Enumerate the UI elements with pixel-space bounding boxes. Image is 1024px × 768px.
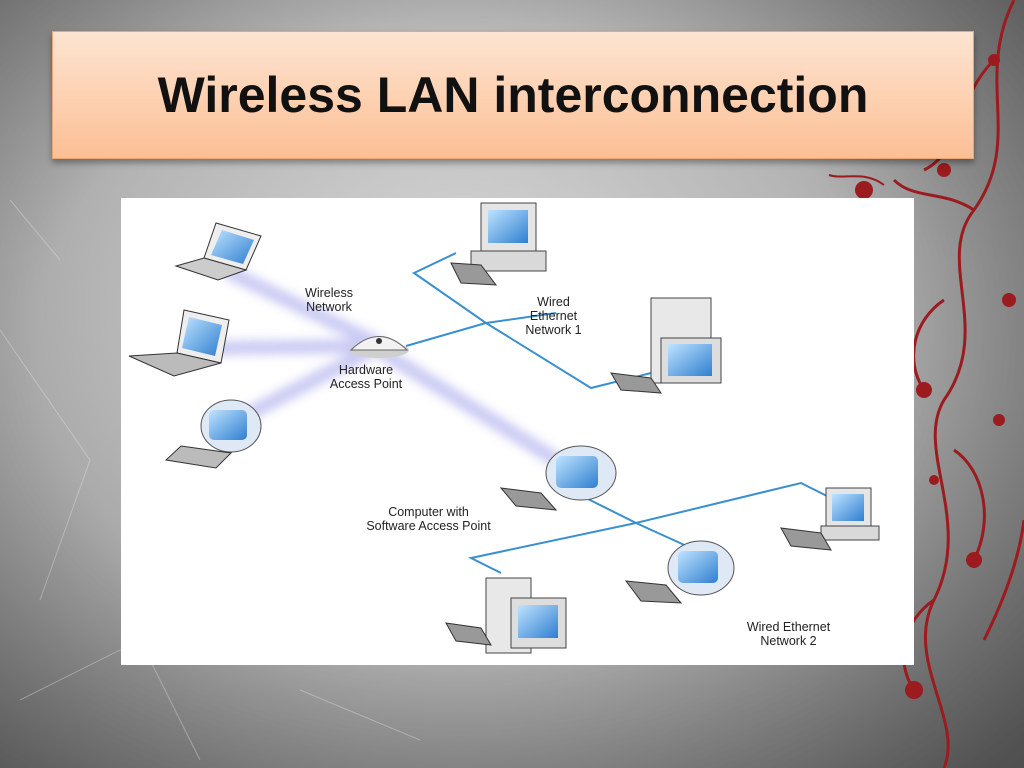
label-wireless-network: Wireless Network bbox=[284, 286, 374, 314]
label-hardware-access-point: Hardware Access Point bbox=[311, 363, 421, 391]
label-wired-ethernet-network-1: Wired Ethernet Network 1 bbox=[506, 295, 601, 337]
label-wired-ethernet-network-2: Wired Ethernet Network 2 bbox=[711, 620, 866, 648]
server-computer-icon bbox=[611, 298, 721, 393]
slide-title: Wireless LAN interconnection bbox=[158, 66, 869, 124]
desktop-computer-icon bbox=[166, 400, 261, 468]
desktop-computer-icon bbox=[781, 488, 879, 550]
diagram-graphics bbox=[121, 198, 914, 665]
software-access-point-computer-icon bbox=[501, 446, 616, 510]
network-diagram: Wireless Network Hardware Access Point W… bbox=[121, 198, 914, 665]
desktop-computer-icon bbox=[451, 203, 546, 285]
title-box: Wireless LAN interconnection bbox=[52, 31, 974, 159]
label-computer-software-access-point: Computer with Software Access Point bbox=[321, 505, 536, 533]
desktop-computer-icon bbox=[626, 541, 734, 603]
laptop-icon bbox=[176, 223, 261, 280]
server-computer-icon bbox=[446, 578, 566, 653]
laptop-icon bbox=[129, 310, 229, 376]
